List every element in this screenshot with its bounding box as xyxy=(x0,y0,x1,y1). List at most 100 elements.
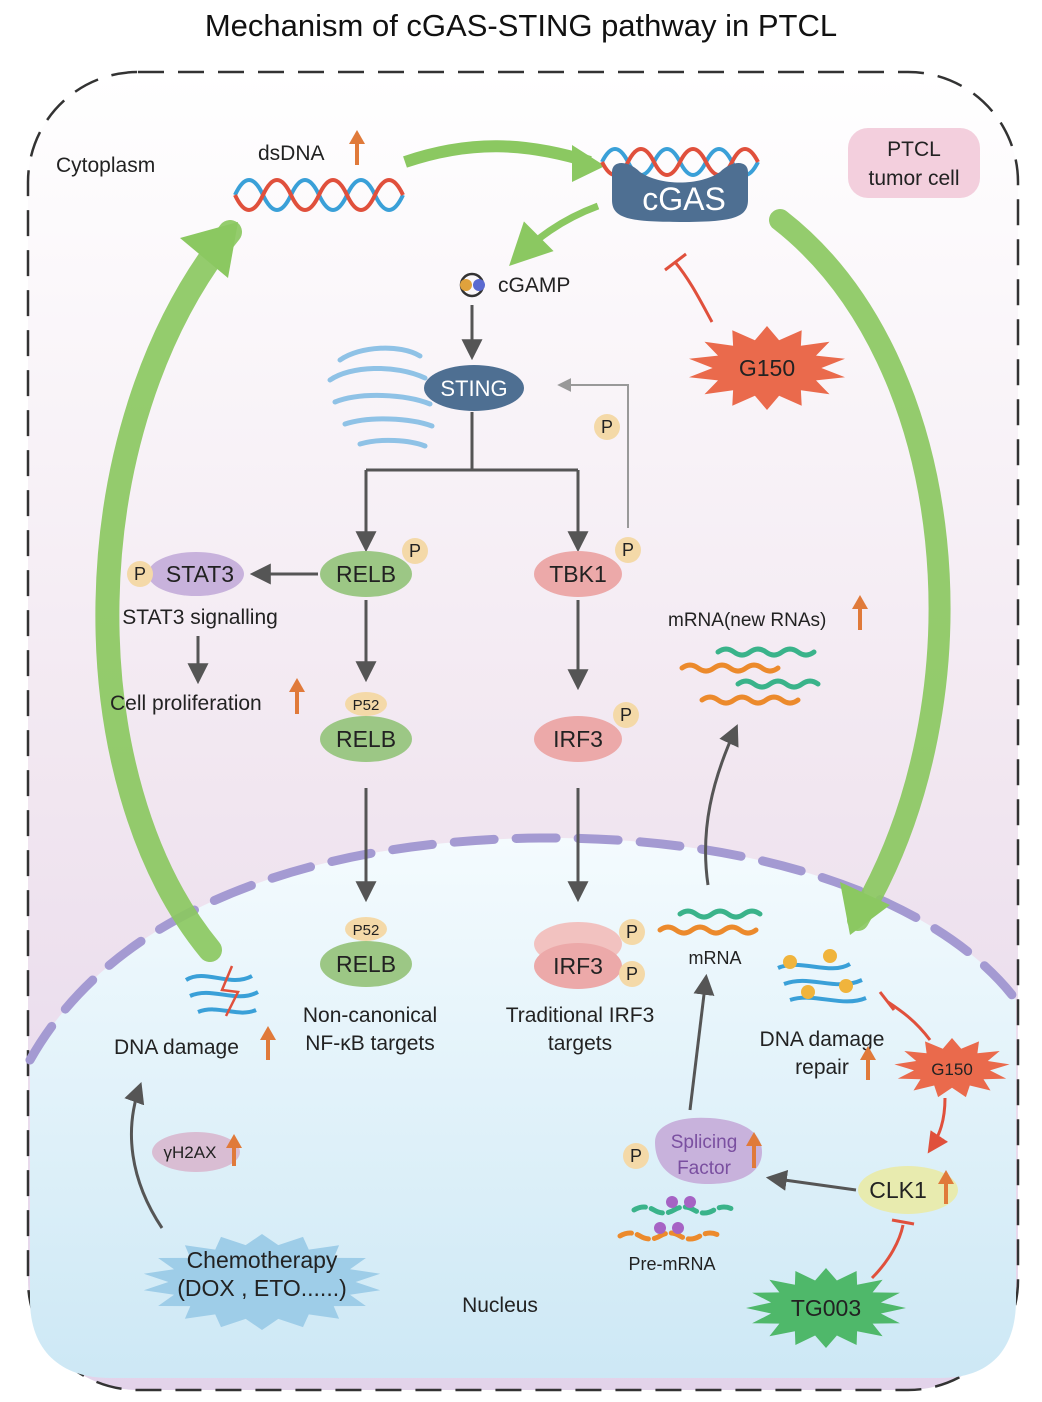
g150-bottom-label: G150 xyxy=(931,1060,973,1079)
clk1-node xyxy=(858,1166,958,1214)
chemo-line2: (DOX , ETO......) xyxy=(177,1275,347,1301)
gh2ax-label: γH2AX xyxy=(164,1143,217,1162)
phospho-irf3-mid xyxy=(613,702,639,728)
noncanonical-line2: NF-κB targets xyxy=(305,1032,435,1055)
tbk1-node xyxy=(534,551,622,597)
tg003-inhibit-clk1 xyxy=(870,1224,905,1280)
sting-label: STING xyxy=(440,376,507,401)
cgas-label: cGAS xyxy=(642,181,726,217)
er-golgi xyxy=(327,345,435,449)
gh2ax-node xyxy=(152,1132,240,1172)
stat3-label: STAT3 xyxy=(166,561,234,587)
clk1-up-arrowhead xyxy=(938,1170,954,1184)
cgas-dna xyxy=(600,147,760,177)
g150-to-clk1-arrow xyxy=(927,1097,949,1154)
chemotherapy-starburst xyxy=(143,1234,381,1330)
dna-damage-label: DNA damage xyxy=(114,1036,239,1059)
g150-top-starburst xyxy=(689,326,845,410)
splicing-line2: Factor xyxy=(677,1158,732,1179)
irf3-mid-node xyxy=(534,716,622,762)
phospho-stat3-label: P xyxy=(134,564,146,584)
dsdna-helix xyxy=(233,178,405,212)
pre-mrna-beads xyxy=(654,1196,696,1234)
mrna-new-label: mRNA(new RNAs) xyxy=(668,610,826,631)
ptcl-label-line2: tumor cell xyxy=(868,167,959,190)
cgas-repair-arrowhead xyxy=(840,882,890,935)
g150-inhibit-cgas xyxy=(673,261,714,323)
cgamp-label: cGAMP xyxy=(498,274,570,297)
splicing-line1: Splicing xyxy=(671,1132,738,1153)
ptcl-cell-badge xyxy=(848,128,980,198)
repair-up-arrowhead xyxy=(860,1046,876,1060)
phospho-splicing-label: P xyxy=(630,1146,642,1166)
p52-mid xyxy=(345,692,387,716)
irf3-mid-label: IRF3 xyxy=(553,726,603,752)
noncanonical-line1: Non-canonical xyxy=(303,1004,437,1027)
gh2ax-up-arrowhead xyxy=(226,1134,242,1148)
dna-damage-up-arrowhead xyxy=(260,1026,276,1040)
stat3-signalling-label: STAT3 signalling xyxy=(122,606,278,629)
tbk1-to-sting-feedback xyxy=(557,378,629,528)
proliferation-up-arrowhead xyxy=(289,678,305,692)
splicing-factor-node xyxy=(655,1117,762,1184)
sting-protein xyxy=(424,365,524,411)
cgamp-molecule xyxy=(459,272,485,298)
phospho-irf3-mid-label: P xyxy=(620,705,632,725)
irf3-nuc-label: IRF3 xyxy=(553,953,603,979)
phospho-sting-label: P xyxy=(601,417,613,437)
phospho-sting xyxy=(594,414,620,440)
relb-top-label: RELB xyxy=(336,561,396,587)
phospho-irf3-nuc-1 xyxy=(619,919,645,945)
stat3-node xyxy=(148,552,244,596)
phospho-tbk1-label: P xyxy=(622,540,634,560)
pre-mrna-label: Pre-mRNA xyxy=(628,1254,715,1274)
dna-damage-feedback-arrowhead xyxy=(180,222,238,278)
pre-mrna-strands xyxy=(617,1204,737,1242)
mrna-strands xyxy=(657,908,763,936)
dna-damage-feedback-arrow xyxy=(95,220,242,962)
phospho-irf3-nuc-2 xyxy=(619,961,645,987)
splicing-up-arrowhead xyxy=(746,1132,762,1146)
mrna-export-arrow xyxy=(704,724,739,886)
cgas-to-cgamp-arrow xyxy=(509,202,600,266)
g150-inhibit-repair-bar xyxy=(878,991,896,1011)
relb-nuc-node xyxy=(320,941,412,987)
irf3-targets-line1: Traditional IRF3 xyxy=(506,1004,655,1027)
splicing-to-mrna-arrow xyxy=(688,973,715,1111)
irf3-targets-line2: targets xyxy=(548,1032,612,1055)
g150-inhibit-bar xyxy=(664,252,687,272)
ptcl-label-line1: PTCL xyxy=(887,138,941,161)
relb-top-node xyxy=(320,551,412,597)
phospho-irf3-nuc-1-label: P xyxy=(626,922,638,942)
dsdna-label: dsDNA xyxy=(258,142,325,165)
phospho-relb xyxy=(402,538,428,564)
clk1-to-splicing-arrow xyxy=(765,1169,857,1192)
cell-proliferation-label: Cell proliferation xyxy=(110,692,262,715)
relb-nuc-label: RELB xyxy=(336,951,396,977)
p52-nuc-label: P52 xyxy=(353,922,380,939)
p52-mid-label: P52 xyxy=(353,697,380,714)
mrna-label: mRNA xyxy=(689,948,742,968)
dsdna-up-arrowhead xyxy=(349,130,365,144)
relb-mid-node xyxy=(320,716,412,762)
phospho-tbk1 xyxy=(615,537,641,563)
cgas-repair-arrow xyxy=(769,209,951,931)
phospho-irf3-nuc-2-label: P xyxy=(626,964,638,984)
chemo-line1: Chemotherapy xyxy=(187,1247,338,1273)
irf3-nuc-node xyxy=(534,943,622,989)
sting-branch xyxy=(366,412,578,472)
dna-repair-line2: repair xyxy=(795,1056,849,1079)
dsdna-to-cgas-arrow xyxy=(403,140,592,168)
mrna-new-up-arrowhead xyxy=(852,595,868,609)
dsdna-to-cgas-arrowhead xyxy=(572,145,605,182)
chemo-to-damage-arrow xyxy=(124,1082,164,1229)
tg003-inhibit-bar xyxy=(891,1218,915,1226)
g150-top-label: G150 xyxy=(739,355,795,381)
clk1-label: CLK1 xyxy=(869,1177,927,1203)
phospho-splicing xyxy=(623,1143,649,1169)
nuclear-membrane xyxy=(25,833,1021,1065)
phospho-stat3 xyxy=(127,561,153,587)
cytoplasm-label: Cytoplasm xyxy=(56,154,155,177)
